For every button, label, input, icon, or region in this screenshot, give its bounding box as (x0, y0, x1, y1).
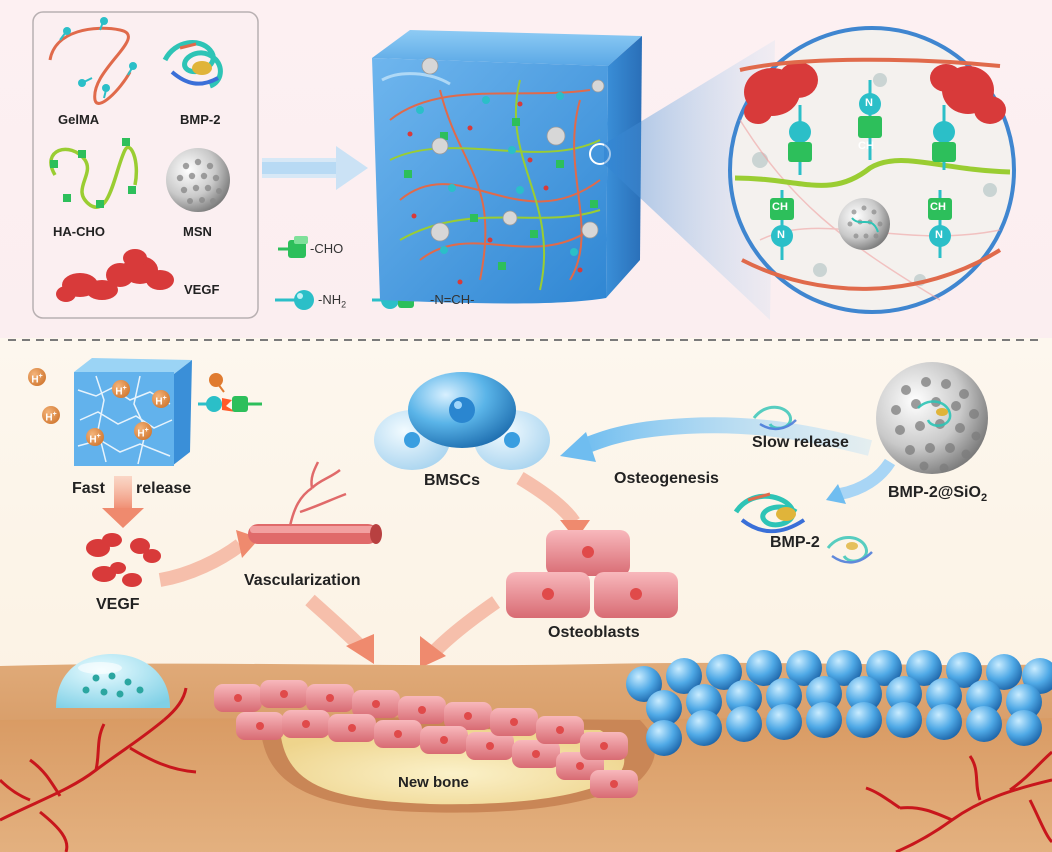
zoom-ch-label-2: CH (772, 201, 788, 213)
slow-release-label: Slow release (752, 434, 849, 451)
zoom-ch-label-1: CH (858, 140, 874, 152)
vegf-protein-icon (56, 249, 174, 302)
released-vegf-icon (86, 533, 161, 587)
bmscs-label: BMSCs (424, 472, 481, 489)
proton-ion-5: H+ (86, 428, 104, 446)
vascularization-label: Vascularization (244, 572, 361, 589)
chem-label-nh2: -NH2 (318, 292, 347, 310)
proton-ion-1-label: H (31, 374, 39, 386)
release-label: release (136, 480, 192, 497)
proton-ion-5-sup: + (96, 433, 101, 440)
bmp2-sio2-sphere-icon (876, 362, 988, 474)
proton-ion-6-sup: + (144, 427, 149, 434)
osteoblast-stack-icon (506, 530, 678, 618)
legend-label-bmp2: BMP-2 (180, 112, 221, 127)
legend-box (32, 11, 259, 319)
osteogenesis-arrow (560, 417, 872, 462)
bmp2-protein-icon (162, 40, 223, 89)
degrading-hydrogel-cube (74, 358, 192, 466)
proton-ion-6: H+ (134, 422, 152, 440)
new-bone-label: New bone (398, 774, 469, 791)
proton-ion-3-sup: + (122, 385, 127, 392)
proton-ion-4-sup: + (162, 395, 167, 402)
zoom-n-label-3: N (935, 229, 943, 241)
fast-label: Fast (72, 480, 105, 497)
proton-ion-2-label: H (45, 412, 53, 424)
fast-release-arrow (102, 476, 144, 528)
osteoblasts-label: Osteoblasts (548, 624, 640, 641)
cho-group-icon (278, 236, 308, 258)
bmp2-sio2-label: BMP-2@SiO2 (888, 484, 988, 505)
proton-ion-4-label: H (155, 396, 163, 408)
zoom-msn-sphere (838, 198, 890, 250)
zoom-ch-label-3: CH (930, 201, 946, 213)
vegf-process-label: VEGF (96, 596, 140, 613)
bmp2-sio2-sub: 2 (980, 492, 988, 505)
proton-ion-2: H+ (42, 406, 60, 424)
gelma-chain-icon (48, 17, 137, 105)
bmp2-small-icon-2 (826, 536, 873, 564)
legend-label-vegf: VEGF (184, 282, 220, 297)
bmp2-process-label: BMP-2 (770, 534, 820, 551)
bmp2-small-icon-1 (752, 405, 797, 431)
osteogenesis-label: Osteogenesis (614, 470, 719, 487)
legend-to-cube-arrow (262, 146, 368, 190)
osteoblast-layer (214, 680, 638, 798)
hydrogel-cube (372, 30, 642, 304)
legend-label-gelma: GelMA (58, 112, 100, 127)
chem-label-imine: -N=CH- (430, 292, 475, 307)
zoom-n-label-1: N (865, 97, 873, 109)
tissue-vessels-left (0, 687, 197, 852)
msn-sphere-icon (166, 148, 230, 212)
zoom-n-label-2: N (777, 229, 785, 241)
proton-ion-5-label: H (89, 434, 97, 446)
osteoblast-to-bone-arrow (420, 596, 500, 668)
chem-label-cho: -CHO (310, 241, 344, 256)
proton-ion-1-sup: + (38, 373, 43, 380)
proton-ion-4: H+ (152, 390, 170, 408)
bmp2-released-icon (733, 492, 806, 534)
proton-ion-1: H+ (28, 368, 46, 386)
vascularization-to-bone-arrow (305, 594, 374, 664)
proton-ion-3: H+ (112, 380, 130, 398)
bmsc-layer (626, 650, 1052, 756)
proton-ion-2-sup: + (52, 411, 57, 418)
hydrogel-dome-icon (56, 654, 170, 708)
proton-ion-6-label: H (137, 428, 145, 440)
blood-vessel-icon (248, 461, 382, 544)
slow-release-arrow (826, 458, 896, 504)
acid-cleavage-icon (198, 373, 262, 412)
legend-label-hacho: HA-CHO (53, 224, 105, 239)
zoom-circle (728, 26, 1016, 314)
legend-label-msn: MSN (183, 224, 212, 239)
chem-label-nh2-sub: 2 (341, 299, 347, 310)
zoom-beam (604, 40, 775, 320)
bmscs-cluster-icon (374, 372, 550, 470)
nh2-group-icon (275, 290, 314, 310)
tissue-vessels-right (865, 750, 1052, 852)
proton-ion-3-label: H (115, 386, 123, 398)
ha-cho-chain-icon (49, 138, 138, 209)
